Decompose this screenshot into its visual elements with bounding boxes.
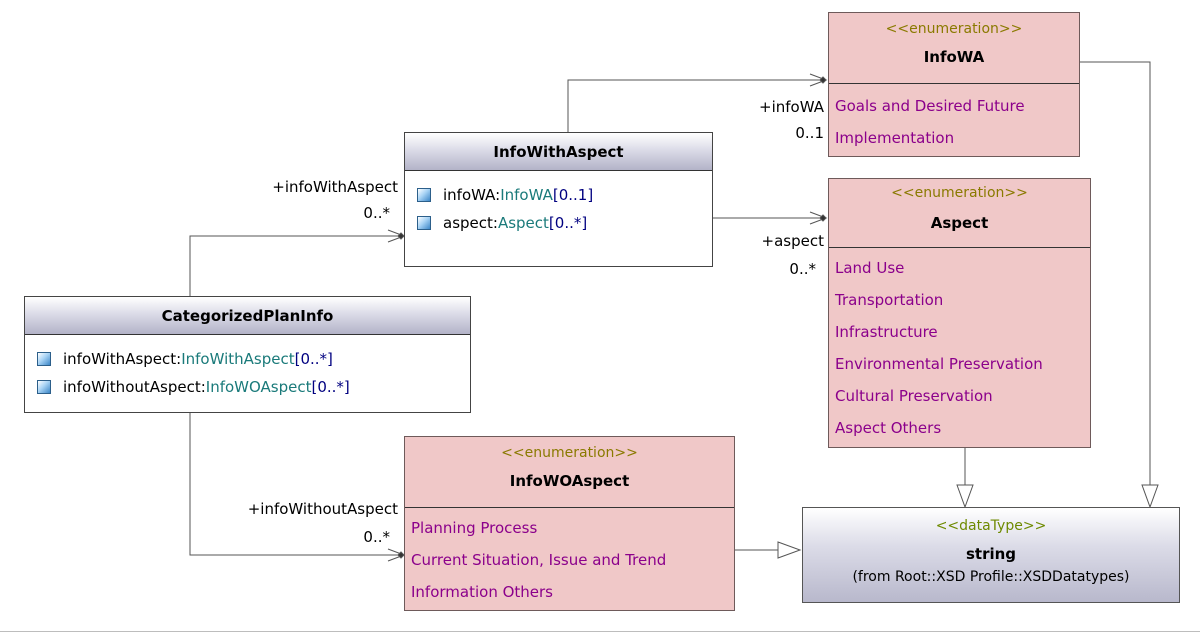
class-categorizedplaninfo-box[interactable]: CategorizedPlanInfo infoWithAspect:InfoW…	[24, 296, 471, 413]
datatype-string-box[interactable]: <<dataType>> string (from Root::XSD Prof…	[802, 507, 1180, 603]
attribute-multiplicity: [0..1]	[552, 186, 594, 204]
enum-literal: Planning Process	[411, 519, 538, 537]
multiplicity-infowithoutaspect: 0..*	[363, 528, 390, 546]
datatype-origin: (from Root::XSD Profile::XSDDatatypes)	[852, 569, 1130, 585]
enum-literal: Infrastructure	[835, 323, 938, 341]
attribute-row[interactable]: infoWithAspect:InfoWithAspect[0..*]	[25, 345, 470, 373]
attribute-type: InfoWOAspect	[205, 378, 312, 396]
gen-triangle-infowoaspect	[777, 541, 802, 559]
enum-infowoaspect-header: <<enumeration>> InfoWOAspect	[405, 437, 734, 508]
attribute-type: InfoWA	[500, 186, 553, 204]
literal-list: Planning Process Current Situation, Issu…	[405, 508, 734, 608]
attribute-name: aspect:	[443, 214, 498, 232]
attribute-name: infoWithAspect:	[63, 350, 182, 368]
attribute-type: Aspect	[497, 214, 549, 232]
enum-literal: Environmental Preservation	[835, 355, 1043, 373]
assoc-categorized-infowoaspect[interactable]	[189, 413, 404, 556]
enum-literal: Transportation	[835, 291, 944, 309]
multiplicity-infowa: 0..1	[795, 124, 824, 142]
attribute-icon	[37, 352, 51, 366]
enum-aspect-box[interactable]: <<enumeration>> Aspect Land Use Transpor…	[828, 178, 1091, 448]
attribute-row[interactable]: infoWithoutAspect:InfoWOAspect[0..*]	[25, 373, 470, 401]
class-name: CategorizedPlanInfo	[161, 307, 334, 325]
stereotype-label: <<enumeration>>	[885, 21, 1023, 37]
bottom-divider	[0, 631, 1200, 632]
enum-aspect-header: <<enumeration>> Aspect	[829, 179, 1090, 248]
stereotype-label: <<enumeration>>	[891, 185, 1028, 201]
literal-list: Land Use Transportation Infrastructure E…	[829, 248, 1090, 444]
enum-literal: Aspect Others	[835, 419, 942, 437]
multiplicity-aspect: 0..*	[789, 260, 816, 278]
enum-infowa-box[interactable]: <<enumeration>> InfoWA Goals and Desired…	[828, 12, 1080, 157]
attribute-list: infoWithAspect:InfoWithAspect[0..*] info…	[25, 335, 470, 401]
gen-triangle-infowa	[1141, 484, 1159, 509]
diamond-aspect	[819, 214, 827, 222]
class-infowithaspect-box[interactable]: InfoWithAspect infoWA:InfoWA[0..1] aspec…	[404, 132, 713, 267]
multiplicity-infowithaspect: 0..*	[363, 204, 390, 222]
class-name: string	[965, 545, 1017, 563]
attribute-type: InfoWithAspect	[181, 350, 295, 368]
attribute-icon	[417, 216, 431, 230]
class-name: InfoWOAspect	[509, 472, 630, 490]
attribute-row[interactable]: infoWA:InfoWA[0..1]	[405, 181, 712, 209]
literal-list: Goals and Desired Future Implementation	[829, 84, 1079, 154]
enum-literal: Goals and Desired Future	[835, 97, 1025, 115]
enum-literal: Current Situation, Issue and Trend	[411, 551, 667, 569]
attribute-icon	[417, 188, 431, 202]
gen-triangle-aspect	[956, 484, 974, 509]
class-infowithaspect-header: InfoWithAspect	[405, 133, 712, 171]
enum-infowoaspect-box[interactable]: <<enumeration>> InfoWOAspect Planning Pr…	[404, 436, 735, 611]
attribute-name: infoWA:	[443, 186, 501, 204]
diamond-infowa	[819, 76, 827, 84]
enum-literal: Cultural Preservation	[835, 387, 993, 405]
generalization-infowa-string[interactable]	[1080, 61, 1151, 485]
attribute-list: infoWA:InfoWA[0..1] aspect:Aspect[0..*]	[405, 171, 712, 237]
role-label-infowithoutaspect: +infoWithoutAspect	[247, 500, 398, 518]
attribute-multiplicity: [0..*]	[548, 214, 588, 232]
role-label-infowithaspect: +infoWithAspect	[272, 178, 398, 196]
attribute-name: infoWithoutAspect:	[63, 378, 206, 396]
enum-literal: Land Use	[835, 259, 905, 277]
attribute-multiplicity: [0..*]	[294, 350, 333, 368]
stereotype-label: <<dataType>>	[935, 518, 1047, 534]
role-label-infowa: +infoWA	[759, 98, 824, 116]
enum-literal: Information Others	[411, 583, 554, 601]
class-name: Aspect	[930, 214, 989, 232]
assoc-categorized-infowithaspect[interactable]	[189, 235, 404, 296]
assoc-infowithaspect-infowa[interactable]	[567, 79, 826, 132]
class-categorizedplaninfo-header: CategorizedPlanInfo	[25, 297, 470, 335]
class-name: InfoWA	[923, 48, 985, 66]
class-name: InfoWithAspect	[493, 143, 624, 161]
attribute-icon	[37, 380, 51, 394]
attribute-multiplicity: [0..*]	[311, 378, 350, 396]
enum-infowa-header: <<enumeration>> InfoWA	[829, 13, 1079, 84]
enum-literal: Implementation	[835, 129, 955, 147]
attribute-row[interactable]: aspect:Aspect[0..*]	[405, 209, 712, 237]
role-label-aspect: +aspect	[761, 232, 824, 250]
stereotype-label: <<enumeration>>	[501, 445, 638, 461]
